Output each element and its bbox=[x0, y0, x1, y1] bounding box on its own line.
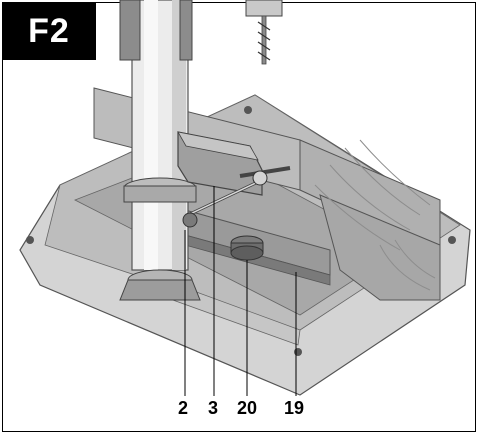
callout-leaders bbox=[184, 186, 297, 396]
drill-bit bbox=[245, 0, 283, 65]
callout-19: 19 bbox=[284, 398, 305, 418]
drill-column bbox=[119, 0, 201, 301]
callout-20: 20 bbox=[237, 398, 258, 418]
figure-badge-label: F2 bbox=[28, 11, 70, 50]
locking-knob bbox=[230, 235, 264, 261]
callout-3: 3 bbox=[208, 398, 219, 418]
clamp-arm bbox=[177, 131, 291, 228]
figure-badge: F2 bbox=[2, 2, 96, 60]
callout-2: 2 bbox=[178, 398, 189, 418]
